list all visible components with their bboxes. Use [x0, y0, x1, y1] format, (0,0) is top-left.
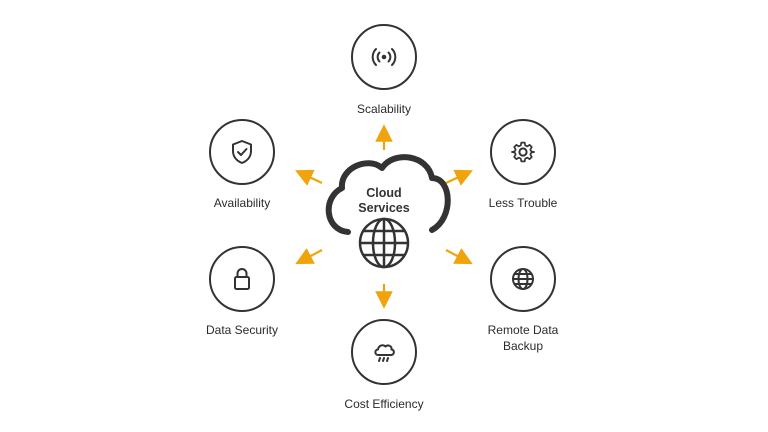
arrow-to-availability: [295, 169, 323, 186]
label-less-trouble: Less Trouble: [488, 196, 558, 210]
label-remote-backup-line1: Remote Data: [487, 323, 559, 337]
label-remote-backup-line2: Backup: [502, 339, 544, 353]
node-less-trouble: [490, 119, 556, 185]
hub-label-line1: Cloud: [366, 186, 402, 200]
label-data-security: Data Security: [205, 323, 279, 337]
label-remote-backup: Remote Data Backup: [463, 322, 583, 354]
node-scalability: [351, 24, 417, 90]
arrow-to-data-security: [295, 248, 323, 265]
arrow-to-less-trouble: [445, 169, 473, 186]
arrow-to-remote-backup: [445, 248, 473, 265]
rain-cloud-icon: [374, 344, 395, 362]
hub-globe-icon: [358, 217, 410, 269]
label-availability: Availability: [213, 196, 271, 210]
label-cost-efficiency: Cost Efficiency: [344, 397, 424, 411]
node-data-security: [209, 246, 275, 312]
shield-check-icon: [232, 140, 252, 164]
signal-broadcast-icon: [371, 48, 397, 66]
node-availability: [209, 119, 275, 185]
node-remote-backup: [490, 246, 556, 312]
padlock-icon: [234, 268, 250, 290]
gear-icon: [511, 141, 535, 163]
label-scalability: Scalability: [356, 102, 412, 116]
hub-label: Cloud Services: [334, 186, 434, 216]
hub-label-line2: Services: [358, 201, 410, 215]
globe-icon: [512, 268, 534, 290]
node-cost-efficiency: [351, 319, 417, 385]
